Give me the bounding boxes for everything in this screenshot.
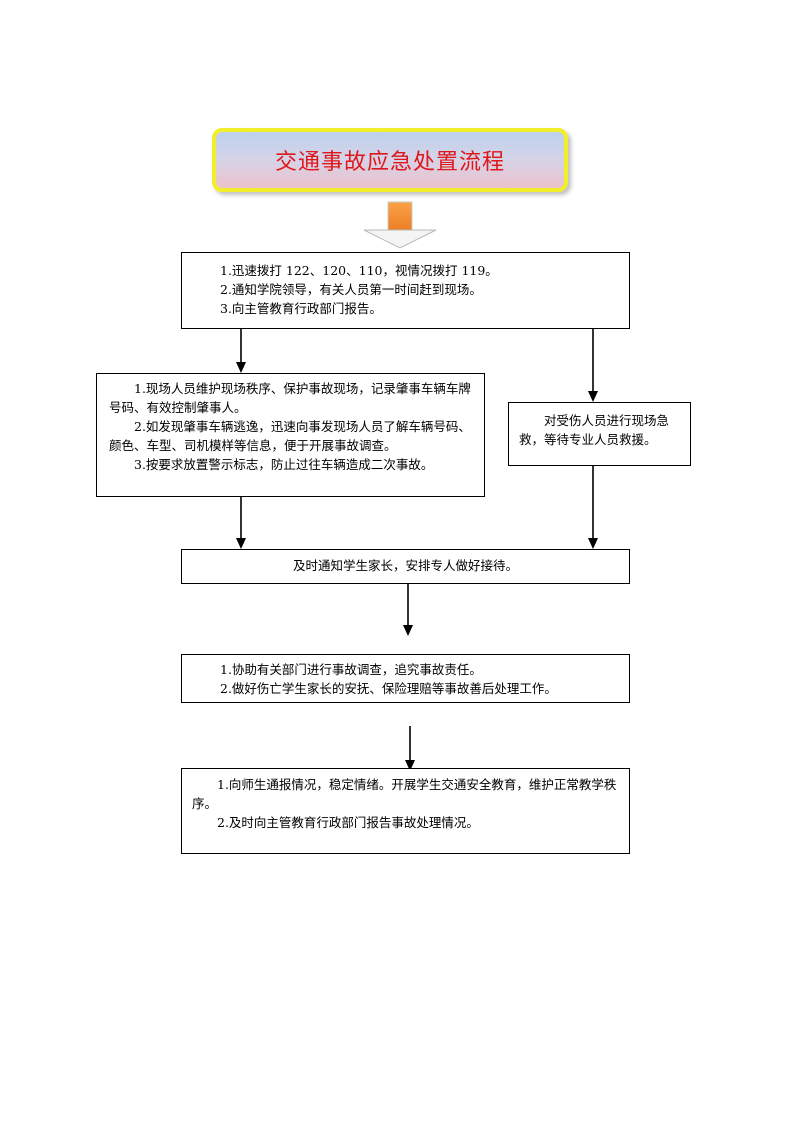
- step1-box: 1.迅速拨打 122、120、110，视情况拨打 119。 2.通知学院领导，有…: [181, 252, 630, 329]
- step2-left-box: 1.现场人员维护现场秩序、保护事故现场，记录肇事车辆车牌号码、有效控制肇事人。 …: [96, 373, 485, 497]
- arrow-left-to-step3: [236, 497, 246, 549]
- step5-line-1: 1.向师生通报情况，稳定情绪。开展学生交通安全教育，维护正常教学秩序。: [192, 777, 617, 811]
- arrow-step4-to-step5: [405, 726, 415, 771]
- step3-box: 及时通知学生家长，安排专人做好接待。: [181, 549, 630, 584]
- arrow-step1-to-left: [236, 329, 246, 373]
- title-box: 交通事故应急处置流程: [212, 128, 568, 192]
- step4-line-2: 2.做好伤亡学生家长的安抚、保险理赔等事故善后处理工作。: [220, 681, 557, 696]
- step5-line-2: 2.及时向主管教育行政部门报告事故处理情况。: [217, 815, 479, 830]
- flowchart-title: 交通事故应急处置流程: [274, 150, 505, 175]
- step5-box: 1.向师生通报情况，稳定情绪。开展学生交通安全教育，维护正常教学秩序。 2.及时…: [181, 768, 630, 854]
- step1-line-2: 2.通知学院领导，有关人员第一时间赶到现场。: [220, 282, 482, 297]
- step1-line-3: 3.向主管教育行政部门报告。: [220, 301, 382, 316]
- arrow-step3-to-step4: [403, 584, 413, 636]
- step2-left-line-2: 2.如发现肇事车辆逃逸，迅速向事发现场人员了解车辆号码、颜色、车型、司机模样等信…: [109, 419, 471, 453]
- step4-box: 1.协助有关部门进行事故调查，追究事故责任。 2.做好伤亡学生家长的安抚、保险理…: [181, 654, 630, 703]
- step3-text: 及时通知学生家长，安排专人做好接待。: [292, 558, 518, 573]
- step2-right-box: 对受伤人员进行现场急救，等待专业人员救援。: [508, 402, 691, 466]
- step1-line-1: 1.迅速拨打 122、120、110，视情况拨打 119。: [220, 263, 498, 278]
- step2-left-line-1: 1.现场人员维护现场秩序、保护事故现场，记录肇事车辆车牌号码、有效控制肇事人。: [109, 381, 471, 415]
- step2-left-line-3: 3.按要求放置警示标志，防止过往车辆造成二次事故。: [134, 457, 434, 472]
- arrow-step1-to-right: [588, 329, 598, 402]
- step4-line-1: 1.协助有关部门进行事故调查，追究事故责任。: [220, 662, 482, 677]
- big-down-arrow-icon: [363, 201, 437, 249]
- step2-right-text: 对受伤人员进行现场急救，等待专业人员救援。: [519, 413, 670, 447]
- arrow-right-to-step3: [588, 466, 598, 549]
